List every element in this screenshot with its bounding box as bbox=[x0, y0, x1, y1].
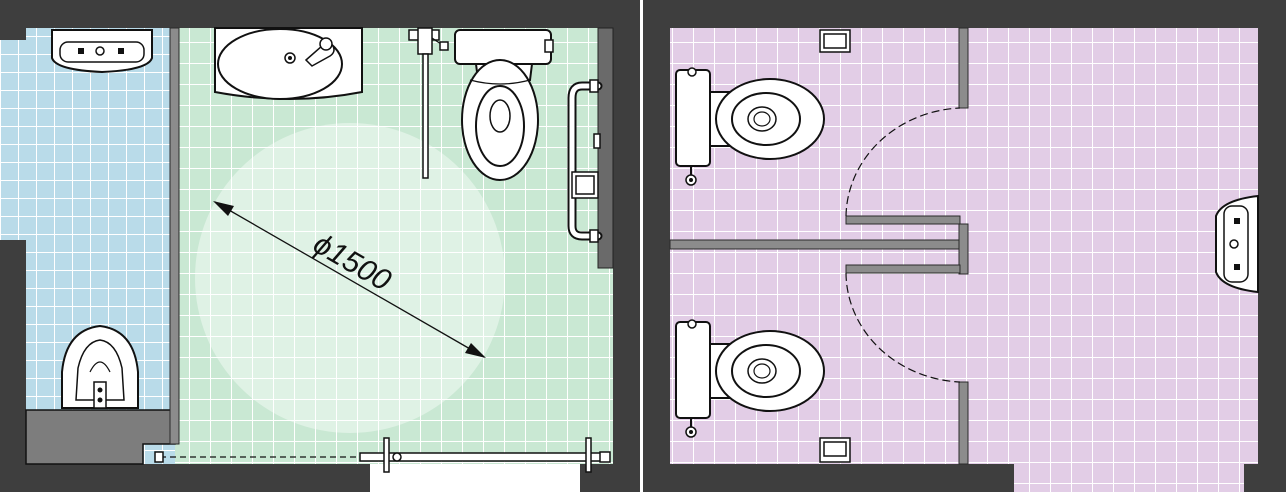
accessible-room-floor bbox=[175, 28, 613, 464]
turning-circle bbox=[195, 123, 505, 433]
corridor-extension bbox=[1014, 464, 1244, 492]
upper-door-leaf bbox=[845, 215, 961, 225]
paper-holder-icon bbox=[819, 29, 851, 53]
left-partition bbox=[169, 27, 180, 445]
lower-door-leaf bbox=[845, 264, 961, 274]
floor-urinal-icon bbox=[61, 324, 139, 409]
washbasin-icon bbox=[214, 27, 363, 100]
toilet-icon-lower bbox=[675, 319, 825, 438]
toilet-icon bbox=[675, 67, 825, 186]
flush-valve-icon bbox=[408, 27, 449, 179]
stall-partition bbox=[669, 239, 961, 250]
wall-grab-bar-icon bbox=[567, 79, 603, 243]
left-walls bbox=[0, 0, 640, 492]
door-swing-icon bbox=[845, 107, 961, 383]
paper-holder-lower-icon bbox=[819, 437, 851, 463]
wall-urinal-icon bbox=[51, 29, 153, 74]
front-partition-mid bbox=[958, 223, 969, 275]
front-partition-bottom bbox=[958, 381, 969, 465]
accessible-toilet-icon bbox=[454, 29, 554, 181]
floor-grab-bar-icon bbox=[154, 437, 611, 473]
left-plan: ϕ1500 bbox=[0, 0, 640, 492]
right-plan bbox=[643, 0, 1286, 492]
right-wall-urinal-icon bbox=[1215, 194, 1259, 294]
front-partition-top bbox=[958, 27, 969, 109]
